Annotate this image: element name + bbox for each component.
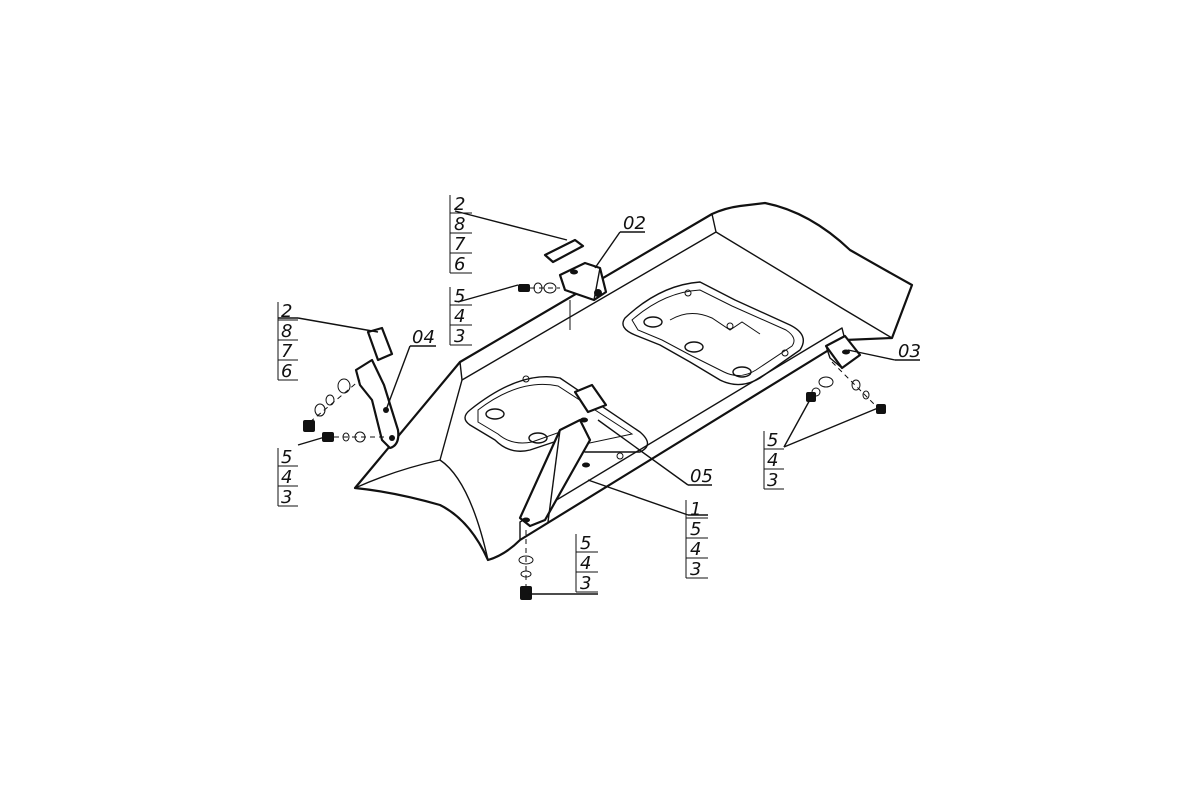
stack-left-item-0: 2 — [281, 301, 292, 322]
callout-stack-left: 2 8 7 6 — [277, 301, 298, 382]
label-03: 03 — [898, 341, 921, 362]
stack-top-item-0: 2 — [454, 194, 465, 215]
plate-recess-rear — [622, 281, 804, 386]
stack-bottom-item-1: 4 — [580, 553, 591, 574]
plate-holes — [485, 289, 789, 460]
stack-left-item-1: 8 — [281, 321, 292, 342]
bracket-05 — [518, 383, 608, 528]
stack-left-item-2: 7 — [281, 341, 293, 362]
skid-plate — [353, 201, 914, 562]
label-05: 05 — [690, 466, 713, 487]
callout-part-05: 05 — [690, 466, 713, 487]
stack-top-item-1: 8 — [454, 214, 465, 235]
callout-stack-bottom: 5 4 3 — [575, 533, 598, 594]
stack-left-fastener-item-1: 4 — [281, 467, 292, 488]
stack-top-item-2: 7 — [454, 234, 466, 255]
callout-part-04: 04 — [412, 327, 435, 348]
callout-stack-center: 1 5 4 3 — [685, 499, 708, 580]
callout-part-02: 02 — [623, 213, 646, 234]
stack-right-item-0: 5 — [767, 430, 778, 451]
stack-left-fastener-item-0: 5 — [281, 447, 292, 468]
leader-lines — [278, 210, 920, 595]
stack-right-item-2: 3 — [767, 470, 778, 491]
callout-part-03: 03 — [898, 341, 921, 362]
stack-top-fastener-item-1: 4 — [454, 306, 465, 327]
stack-center-item-3: 3 — [690, 559, 701, 580]
stack-center-item-2: 4 — [690, 539, 701, 560]
stack-center-item-1: 5 — [690, 519, 701, 540]
bracket-04 — [354, 326, 400, 450]
bracket-02 — [558, 261, 608, 330]
label-04: 04 — [412, 327, 435, 348]
fasteners — [303, 282, 886, 600]
label-02: 02 — [623, 213, 646, 234]
stack-bottom-item-0: 5 — [580, 533, 591, 554]
stack-bottom-item-2: 3 — [580, 573, 591, 594]
stack-right-item-1: 4 — [767, 450, 778, 471]
stack-top-item-3: 6 — [454, 254, 465, 275]
stack-top-fastener-item-0: 5 — [454, 286, 465, 307]
stack-center-item-0: 1 — [690, 499, 701, 520]
stack-left-item-3: 6 — [281, 361, 292, 382]
shim-top — [543, 238, 585, 264]
callout-stack-top: 2 8 7 6 — [449, 194, 472, 275]
callout-stack-left-fastener: 5 4 3 — [277, 447, 298, 508]
bracket-03 — [824, 334, 862, 370]
callout-stack-top-fastener: 5 4 3 — [449, 286, 472, 347]
stack-top-fastener-item-2: 3 — [454, 326, 465, 347]
callout-stack-right: 5 4 3 — [763, 430, 784, 491]
stack-left-fastener-item-2: 3 — [281, 487, 292, 508]
